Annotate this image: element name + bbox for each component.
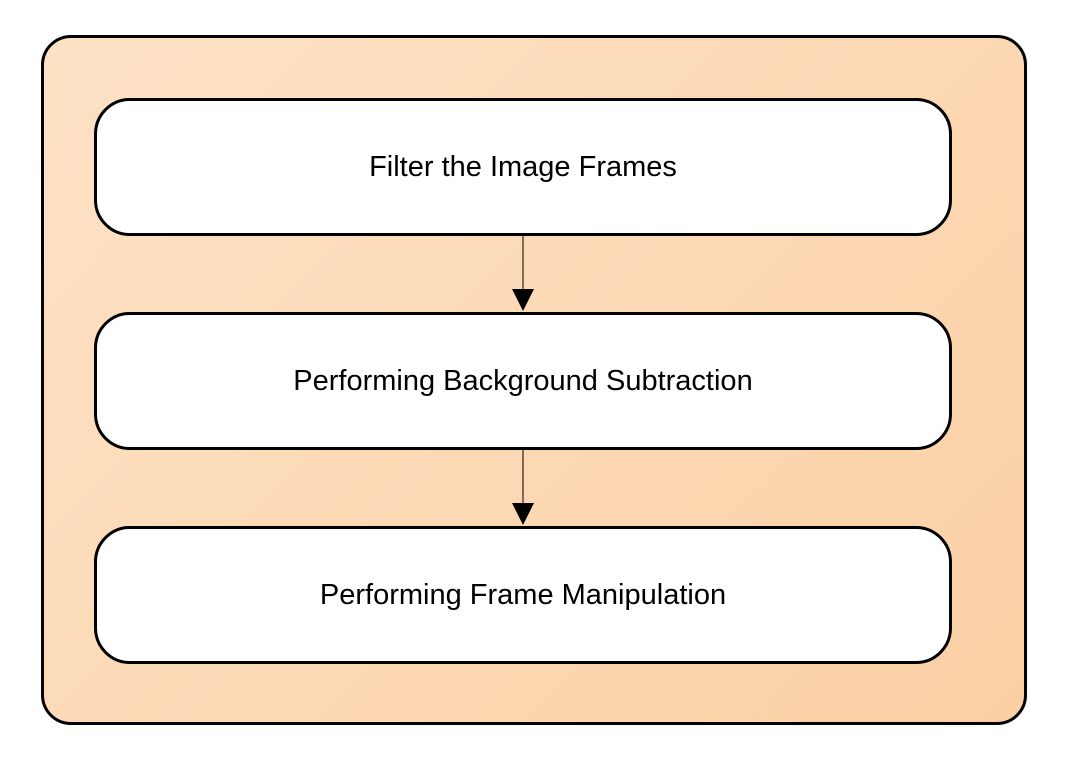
step-background-subtraction: Performing Background Subtraction: [94, 312, 952, 450]
step-filter-image-frames: Filter the Image Frames: [94, 98, 952, 236]
step-label: Filter the Image Frames: [369, 150, 677, 183]
step-label: Performing Background Subtraction: [293, 364, 753, 397]
step-frame-manipulation: Performing Frame Manipulation: [94, 526, 952, 664]
step-label: Performing Frame Manipulation: [319, 578, 727, 611]
